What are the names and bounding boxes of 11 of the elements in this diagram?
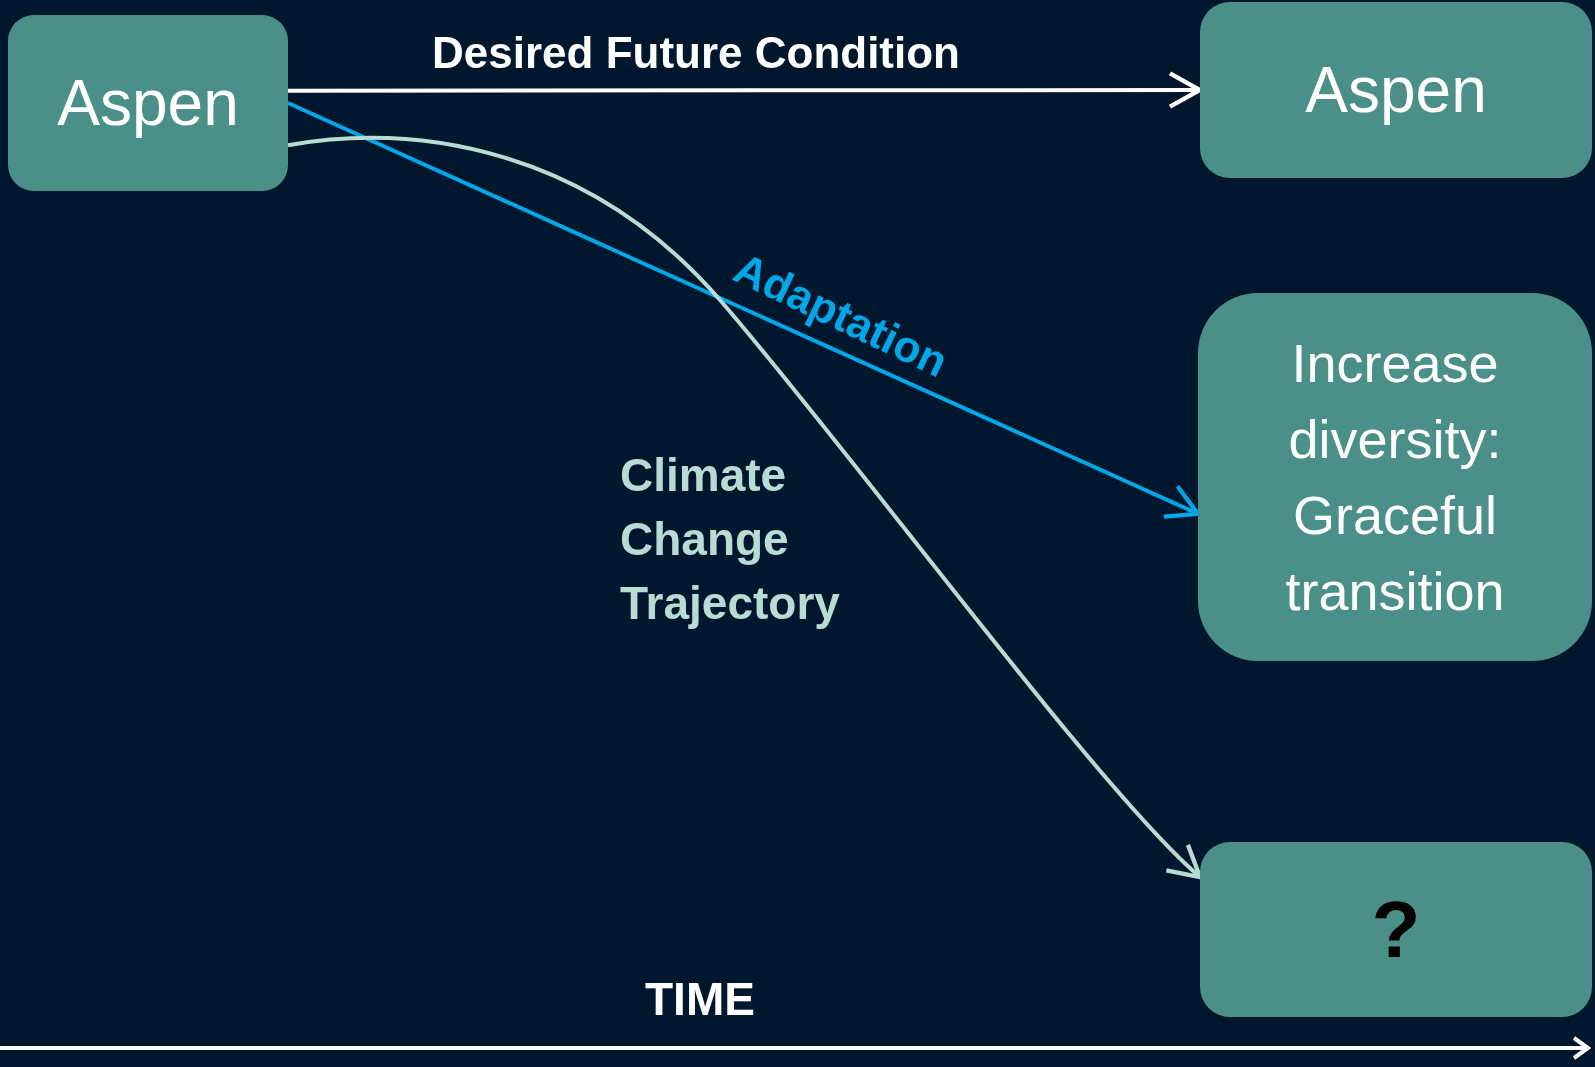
axis-label: TIME [645, 972, 755, 1026]
box-label: Increase diversity: Graceful transition [1284, 332, 1506, 623]
outcome-box [1200, 842, 1592, 1017]
box-label: ? [1371, 883, 1421, 976]
box-label: Aspen [1305, 52, 1487, 128]
box-label: Aspen [57, 65, 239, 141]
outcome-box [1200, 2, 1592, 178]
edge-label: Climate Change Trajectory [620, 448, 841, 631]
outcome-box [8, 15, 288, 191]
edge-label: Desired Future Condition [432, 28, 960, 78]
outcome-box [1198, 293, 1592, 661]
